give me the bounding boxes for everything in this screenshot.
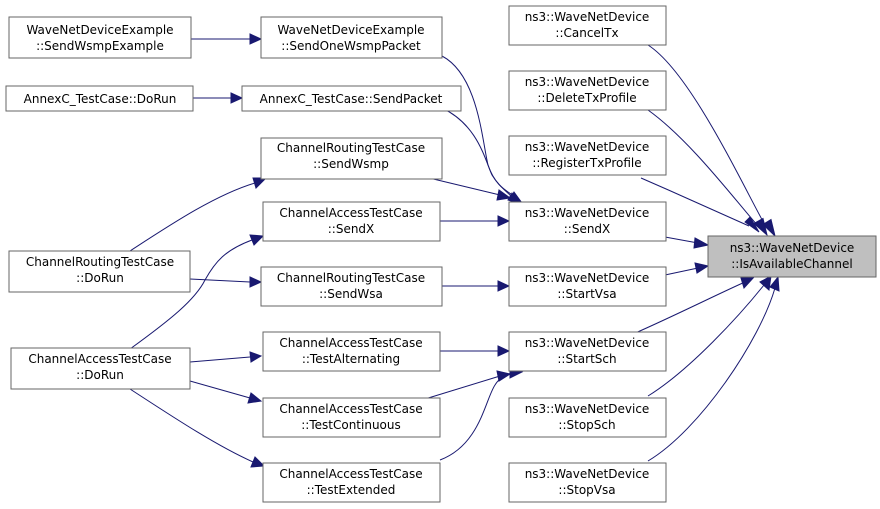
node-catc-dorun-line1: ChannelAccessTestCase <box>28 352 171 366</box>
node-canceltx[interactable]: ns3::WaveNetDevice ::CancelTx <box>508 5 667 46</box>
node-wnde-sendonewsmppacket[interactable]: WaveNetDeviceExample ::SendOneWsmpPacket <box>260 16 443 59</box>
node-stopvsa[interactable]: ns3::WaveNetDevice ::StopVsa <box>508 462 667 503</box>
node-annexc-dorun[interactable]: AnnexC_TestCase::DoRun <box>5 85 194 112</box>
node-crtc-sendwsa-line1: ChannelRoutingTestCase <box>277 271 425 285</box>
node-catc-sendx[interactable]: ChannelAccessTestCase ::SendX <box>262 201 441 242</box>
node-stopvsa-line1: ns3::WaveNetDevice <box>525 467 650 481</box>
node-annexc-sendpacket[interactable]: AnnexC_TestCase::SendPacket <box>241 85 462 112</box>
edge-crtc-sendwsa-to-startvsa <box>440 280 511 292</box>
node-wnde-sendonewsmppacket-line2: ::SendOneWsmpPacket <box>281 39 421 53</box>
node-deletetxprofile-line1: ns3::WaveNetDevice <box>525 75 650 89</box>
edge-catc-dorun-to-testcontinuous <box>189 380 263 404</box>
node-root[interactable]: ns3::WaveNetDevice ::IsAvailableChannel <box>707 235 877 278</box>
edge-canceltx-to-root <box>647 44 776 238</box>
node-startsch-line1: ns3::WaveNetDevice <box>525 336 650 350</box>
node-crtc-dorun-line1: ChannelRoutingTestCase <box>26 255 174 269</box>
node-catc-testextended-line1: ChannelAccessTestCase <box>279 467 422 481</box>
edge-annexc-dorun-to-sendpacket <box>193 92 244 104</box>
node-catc-testcontinuous-line1: ChannelAccessTestCase <box>279 402 422 416</box>
node-registertxprofile[interactable]: ns3::WaveNetDevice ::RegisterTxProfile <box>508 135 667 176</box>
node-stopvsa-line2: ::StopVsa <box>558 483 615 497</box>
node-catc-testalternating[interactable]: ChannelAccessTestCase ::TestAlternating <box>262 331 441 372</box>
node-catc-sendx-line1: ChannelAccessTestCase <box>279 206 422 220</box>
node-stopsch-line2: ::StopSch <box>558 418 615 432</box>
node-crtc-dorun-line2: ::DoRun <box>76 271 124 285</box>
node-catc-testcontinuous[interactable]: ChannelAccessTestCase ::TestContinuous <box>262 397 441 438</box>
node-stopsch-line1: ns3::WaveNetDevice <box>525 402 650 416</box>
edge-annexc-sendpacket-to-sendx <box>441 107 522 205</box>
edge-catc-dorun-to-testextended <box>129 388 266 468</box>
edge-deletetxprofile-to-root <box>647 109 768 237</box>
edge-crtc-dorun-to-sendwsa <box>189 276 263 288</box>
node-crtc-sendwsa-line2: ::SendWsa <box>319 287 383 301</box>
node-canceltx-line2: ::CancelTx <box>555 26 618 40</box>
edge-catc-sendx-to-sendx <box>440 215 511 227</box>
edge-catc-dorun-to-testalternating <box>189 351 263 363</box>
edge-registertxprofile-to-root <box>640 177 760 233</box>
node-catc-sendx-line2: ::SendX <box>328 222 375 236</box>
node-sendx-line1: ns3::WaveNetDevice <box>525 206 650 220</box>
node-root-line2: ::IsAvailableChannel <box>731 257 852 271</box>
node-catc-dorun-line2: ::DoRun <box>76 368 124 382</box>
node-sendx[interactable]: ns3::WaveNetDevice ::SendX <box>508 201 667 242</box>
node-startsch[interactable]: ns3::WaveNetDevice ::StartSch <box>508 331 667 372</box>
edge-testalternating-to-startsch <box>440 345 511 357</box>
node-deletetxprofile-line2: ::DeleteTxProfile <box>537 91 636 105</box>
node-catc-testalternating-line1: ChannelAccessTestCase <box>279 336 422 350</box>
node-startvsa-line1: ns3::WaveNetDevice <box>525 271 650 285</box>
node-wnde-sendwsmpexample[interactable]: WaveNetDeviceExample ::SendWsmpExample <box>8 16 192 59</box>
node-wnde-sendwsmpexample-line2: ::SendWsmpExample <box>36 39 164 53</box>
edge-catc-dorun-to-sendx <box>129 234 265 350</box>
edge-startvsa-to-root <box>664 262 710 276</box>
node-canceltx-line1: ns3::WaveNetDevice <box>525 10 650 24</box>
node-startsch-line2: ::StartSch <box>557 352 616 366</box>
node-root-line1: ns3::WaveNetDevice <box>730 241 855 255</box>
edge-crtc-sendwsmp-to-sendx <box>424 176 512 201</box>
node-crtc-sendwsmp[interactable]: ChannelRoutingTestCase ::SendWsmp <box>260 137 443 180</box>
edge-crtc-dorun-to-sendwsmp <box>129 177 268 252</box>
edge-stopvsa-to-root <box>647 275 780 462</box>
node-catc-testextended[interactable]: ChannelAccessTestCase ::TestExtended <box>262 462 441 503</box>
node-registertxprofile-line1: ns3::WaveNetDevice <box>525 140 650 154</box>
node-stopsch[interactable]: ns3::WaveNetDevice ::StopSch <box>508 397 667 438</box>
node-catc-testalternating-line2: ::TestAlternating <box>302 352 400 366</box>
node-startvsa-line2: ::StartVsa <box>557 287 616 301</box>
node-catc-dorun[interactable]: ChannelAccessTestCase ::DoRun <box>10 347 191 390</box>
node-crtc-sendwsmp-line2: ::SendWsmp <box>313 157 389 171</box>
node-crtc-sendwsa[interactable]: ChannelRoutingTestCase ::SendWsa <box>260 266 443 307</box>
node-deletetxprofile[interactable]: ns3::WaveNetDevice ::DeleteTxProfile <box>508 70 667 111</box>
node-annexc-dorun-line1: AnnexC_TestCase::DoRun <box>24 92 177 106</box>
node-registertxprofile-line2: ::RegisterTxProfile <box>532 156 641 170</box>
node-wnde-sendwsmpexample-line1: WaveNetDeviceExample <box>26 23 173 37</box>
node-crtc-sendwsmp-line1: ChannelRoutingTestCase <box>277 141 425 155</box>
edge-stopsch-to-root <box>647 275 772 397</box>
node-catc-testcontinuous-line2: ::TestContinuous <box>301 418 401 432</box>
node-crtc-dorun[interactable]: ChannelRoutingTestCase ::DoRun <box>8 250 191 293</box>
node-wnde-sendonewsmppacket-line1: WaveNetDeviceExample <box>277 23 424 37</box>
node-annexc-sendpacket-line1: AnnexC_TestCase::SendPacket <box>260 92 443 106</box>
edge-sendx-to-root <box>664 236 710 249</box>
node-catc-testextended-line2: ::TestExtended <box>307 483 396 497</box>
node-sendx-line2: ::SendX <box>564 222 611 236</box>
node-startvsa[interactable]: ns3::WaveNetDevice ::StartVsa <box>508 266 667 307</box>
edge-sendwsmpexample-to-sendonewsmppacket <box>191 33 263 45</box>
edge-testcontinuous-to-startsch <box>424 370 512 400</box>
